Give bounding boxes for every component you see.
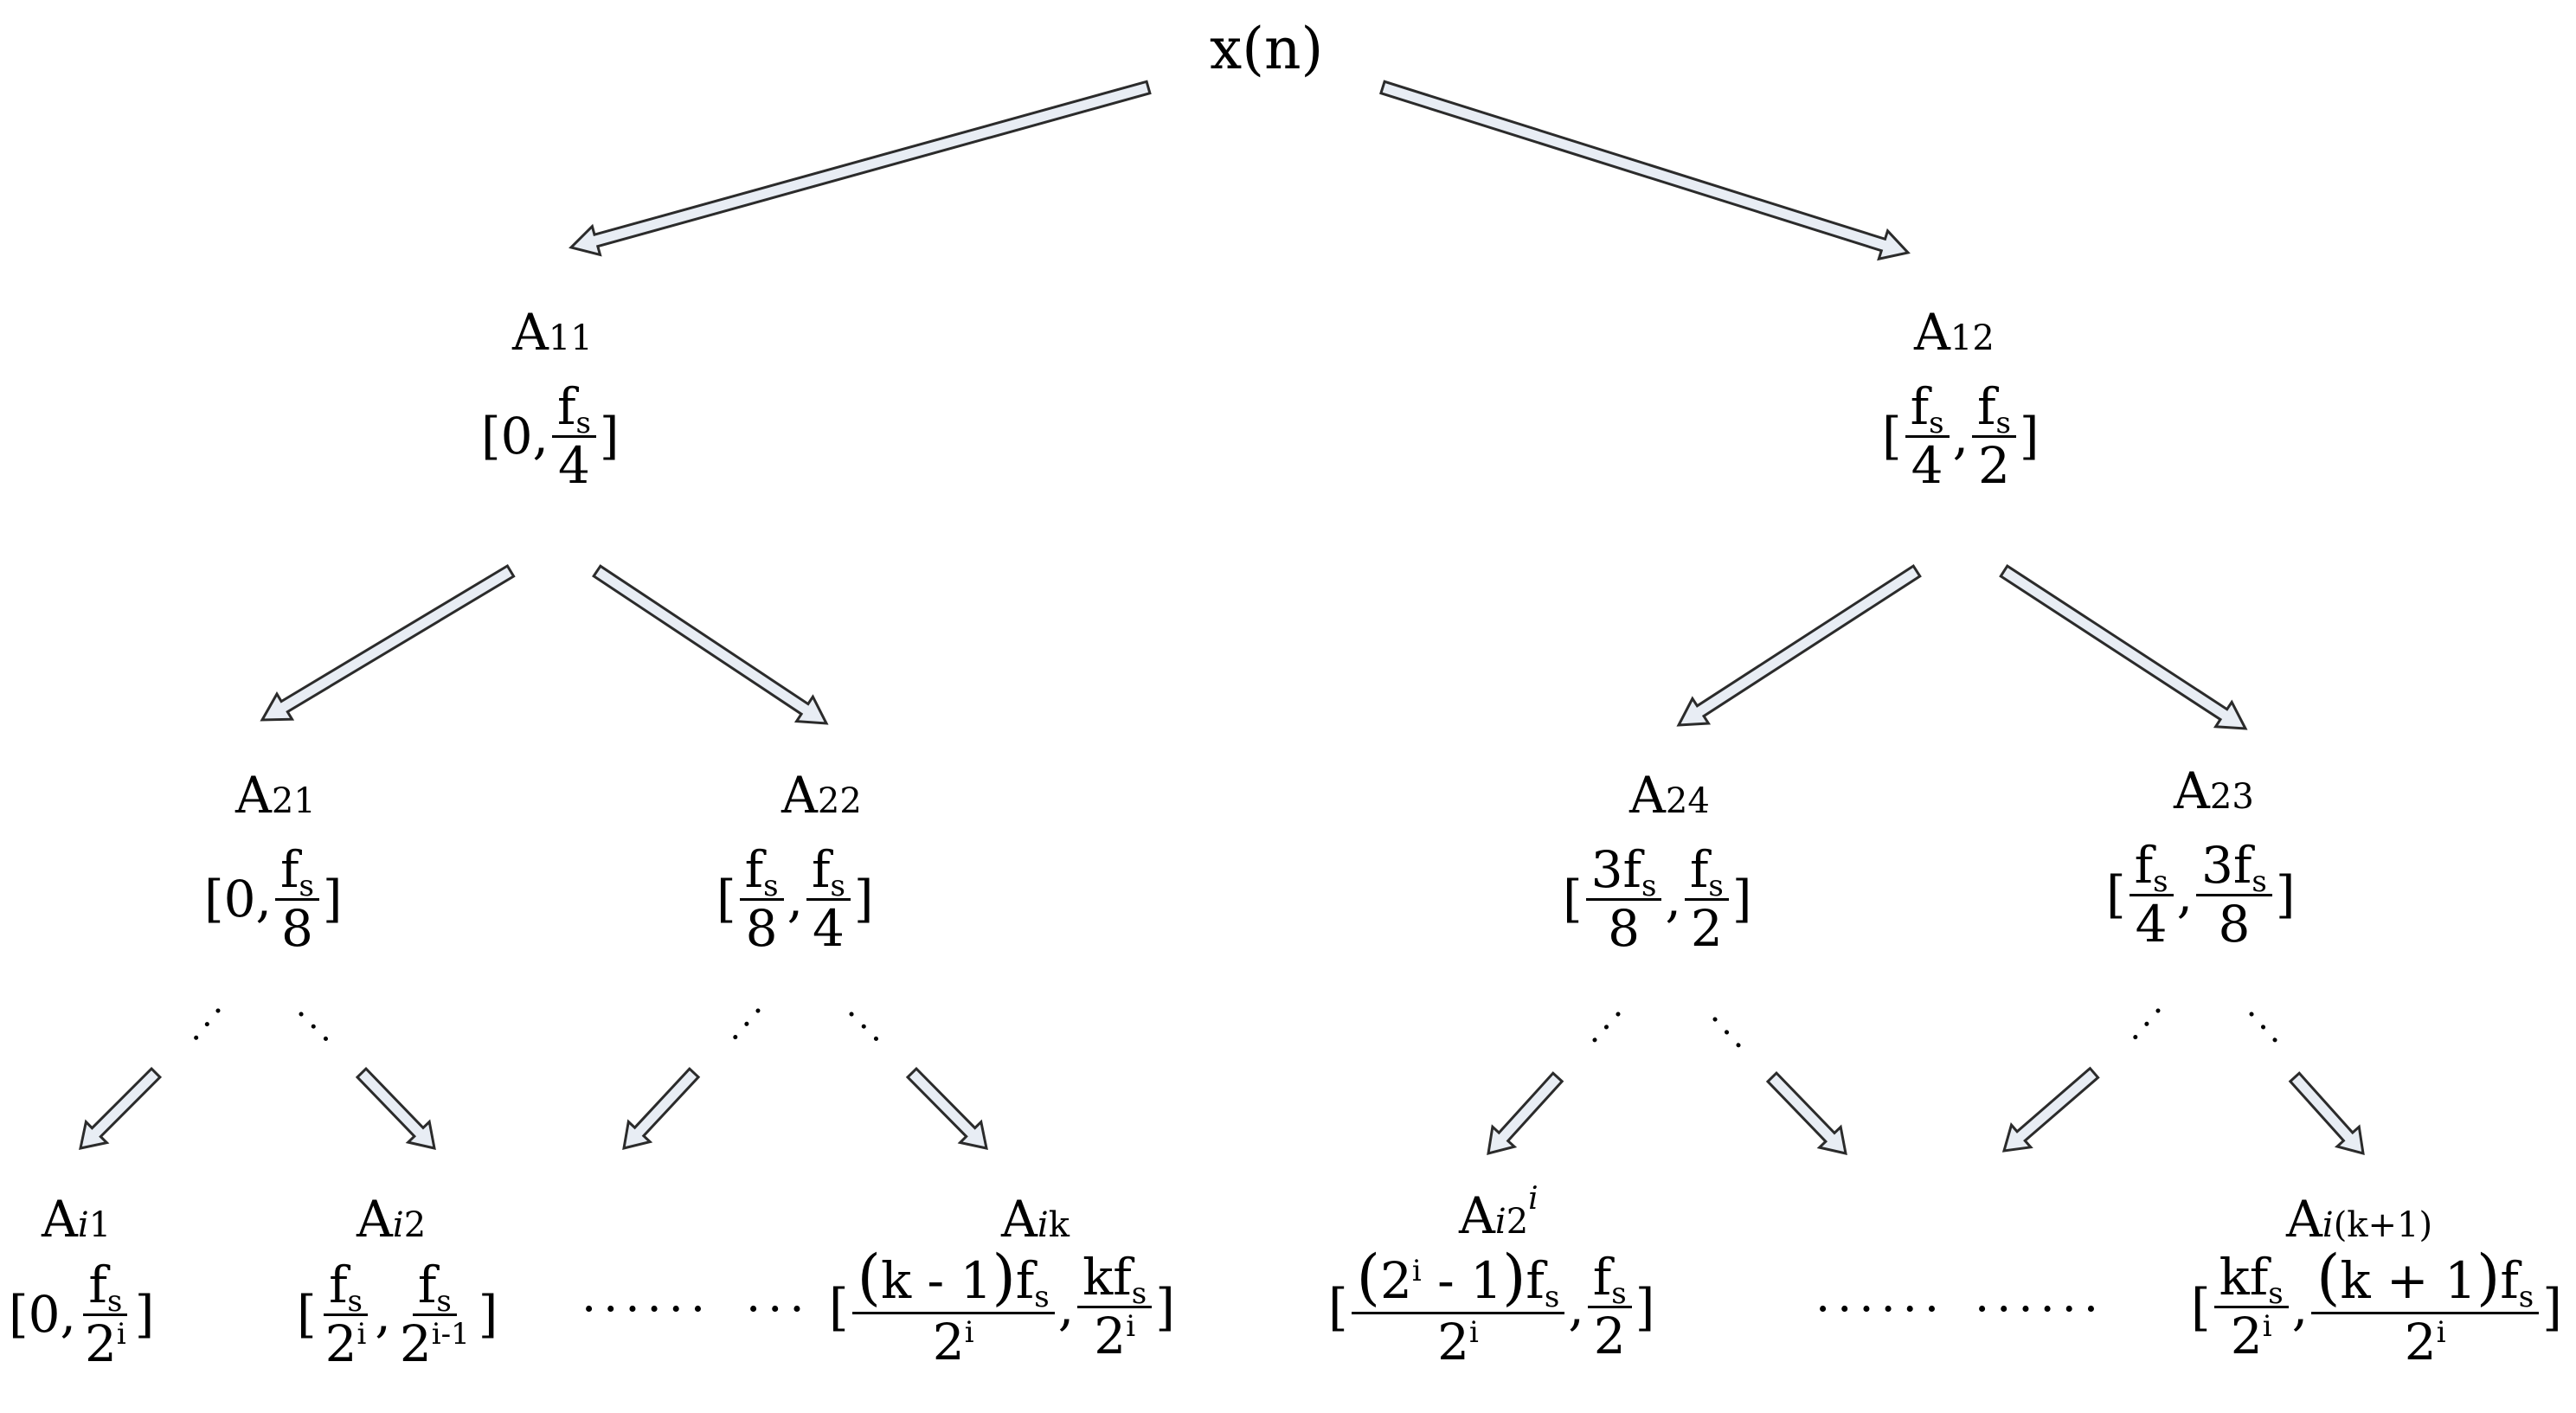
dots-a22-left: [724, 1008, 761, 1050]
dots-a21-left: [186, 1008, 221, 1050]
arrow-a11-to-a22: [592, 564, 829, 725]
node-a21-label: A21: [235, 766, 316, 825]
leaf-aik-label: Aik: [1001, 1190, 1070, 1249]
dots-a24-left: [1583, 1012, 1621, 1053]
leaf-aik1-label: Ai(k+1): [2286, 1190, 2433, 1249]
leaf-ai1-label: Ai1: [42, 1190, 112, 1249]
arrow-a22-to-left: [622, 1067, 701, 1151]
arrow-a23-to-left: [2001, 1066, 2100, 1153]
dots-a24-right: [1712, 1017, 1751, 1058]
node-a22-label: A22: [781, 766, 862, 825]
arrow-a22-to-aik: [905, 1066, 988, 1150]
dots-a23-left: [2124, 1008, 2161, 1050]
node-a24-label: A24: [1629, 766, 1710, 825]
root-node-label: x(n): [1210, 16, 1324, 82]
arrow-a21-to-ai1: [79, 1066, 163, 1150]
dots-a22-right: [849, 1012, 890, 1053]
ellipsis-left-2: ...: [746, 1268, 812, 1322]
ellipsis-right-1: ......: [1815, 1268, 1946, 1322]
arrow-root-to-a11: [569, 80, 1152, 257]
arrow-a11-to-a21: [260, 563, 516, 722]
node-a12-label: A12: [1914, 303, 1995, 362]
leaf-ai2i-label: Ai2i: [1459, 1181, 1539, 1245]
arrow-root-to-a12: [1379, 80, 1911, 261]
node-a11-label: A11: [512, 303, 593, 362]
node-a23-label: A23: [2174, 761, 2254, 820]
dots-a23-right: [2249, 1012, 2287, 1053]
arrow-a24-to-right: [1765, 1070, 1847, 1155]
arrow-a12-to-a24: [1676, 564, 1922, 727]
arrow-a24-to-ai2i: [1487, 1071, 1564, 1156]
dots-a21-right: [299, 1012, 340, 1053]
leaf-ai2-label: Ai2: [357, 1190, 427, 1249]
ellipsis-left-1: ......: [581, 1268, 712, 1322]
ellipsis-right-2: ......: [1975, 1268, 2105, 1322]
arrow-a12-to-a23: [1999, 564, 2248, 730]
arrow-a23-to-aik1: [2288, 1071, 2365, 1156]
arrow-a21-to-ai2: [355, 1066, 436, 1150]
